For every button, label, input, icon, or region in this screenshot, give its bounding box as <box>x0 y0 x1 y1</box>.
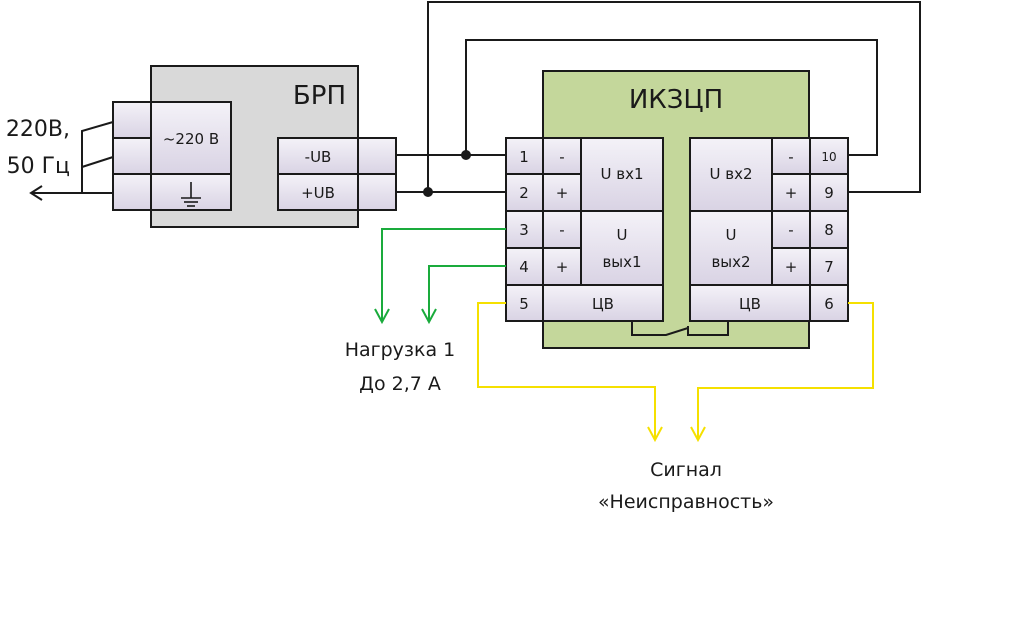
cv2-label: ЦВ <box>739 295 761 313</box>
arrow-down-icon <box>647 426 663 443</box>
pin-label: 10 <box>821 150 836 164</box>
arrow-left-icon <box>29 185 43 201</box>
pin-label: 8 <box>824 221 834 239</box>
pin-9[interactable] <box>809 173 849 212</box>
load-label-line1: Нагрузка 1 <box>345 339 456 361</box>
output1-label-line2: вых1 <box>602 253 641 271</box>
junction-dot <box>423 187 433 197</box>
terminal-l1[interactable] <box>112 101 152 139</box>
polarity-cell <box>542 210 582 249</box>
minus-ub-label: -UB <box>305 148 332 166</box>
brp-title: БРП <box>293 81 346 111</box>
polarity-label: + <box>556 184 569 202</box>
wire-minus-to-pin10 <box>465 39 878 156</box>
mains-label-line2: 50 Гц <box>7 154 70 179</box>
pin-label: 2 <box>519 184 529 202</box>
polarity-label: - <box>559 148 564 166</box>
terminal-plus-ub[interactable] <box>357 173 397 211</box>
wire-plus-to-pin9 <box>427 1 921 193</box>
brp-input-terminals: ~220 В <box>112 101 232 211</box>
input2-cell <box>689 137 773 212</box>
cv1-label: ЦВ <box>592 295 614 313</box>
fault-label-line2: «Неисправность» <box>598 491 774 513</box>
pin-label: 9 <box>824 184 834 202</box>
output1-label-line1: U <box>617 226 628 244</box>
brp-output-terminals: -UB +UB <box>277 137 397 211</box>
fault-wires <box>477 302 874 443</box>
load-label-line2: До 2,7 А <box>359 373 441 395</box>
ikzcp-left-module: 1 2 3 4 5 - + - + U вх1 U вых1 ЦВ <box>505 137 664 322</box>
pin-label: 6 <box>824 295 834 313</box>
output1-cell <box>580 210 664 286</box>
polarity-cell <box>771 247 811 286</box>
pin-label: 4 <box>519 258 529 276</box>
terminal-minus-ub[interactable] <box>357 137 397 175</box>
ikzcp-right-module: U вх2 U вых2 ЦВ - + - + 10 9 8 7 6 <box>689 137 849 322</box>
mains-label-line1: 220В, <box>6 117 70 142</box>
load-wires <box>374 228 506 325</box>
input2-label: U вх2 <box>709 165 752 183</box>
fault-label-line1: Сигнал <box>650 459 722 481</box>
pin-2[interactable] <box>505 173 544 212</box>
polarity-label: - <box>559 221 564 239</box>
ikzcp-title: ИКЗЦП <box>629 85 723 115</box>
output2-label-line2: вых2 <box>711 253 750 271</box>
polarity-label: + <box>785 258 798 276</box>
pin-label: 1 <box>519 148 529 166</box>
pin-label: 5 <box>519 295 529 313</box>
input1-label: U вх1 <box>600 165 643 183</box>
junction-dot <box>461 150 471 160</box>
plus-ub-label: +UB <box>301 184 335 202</box>
ground-icon <box>181 182 201 207</box>
polarity-label: + <box>785 184 798 202</box>
pin-label: 7 <box>824 258 834 276</box>
polarity-cell <box>771 137 811 175</box>
polarity-label: + <box>556 258 569 276</box>
arrow-down-icon <box>374 308 390 325</box>
input1-cell <box>580 137 664 212</box>
mains-wires <box>29 121 114 201</box>
pin-8[interactable] <box>809 210 849 249</box>
relay-contact-icon <box>631 321 729 336</box>
output2-cell <box>689 210 773 286</box>
mains-input-cell <box>150 101 232 175</box>
cv2-cell <box>689 284 811 322</box>
power-wires <box>396 1 921 193</box>
terminal-pe[interactable] <box>112 173 152 211</box>
pin-label: 3 <box>519 221 529 239</box>
arrow-down-icon <box>421 308 437 325</box>
mains-input-label: ~220 В <box>163 130 219 148</box>
output2-label-line1: U <box>726 226 737 244</box>
terminal-n[interactable] <box>112 137 152 175</box>
cv1-cell <box>542 284 664 322</box>
polarity-label: - <box>788 148 793 166</box>
arrow-down-icon <box>690 426 706 443</box>
polarity-label: - <box>788 221 793 239</box>
pin-5[interactable] <box>505 284 544 322</box>
